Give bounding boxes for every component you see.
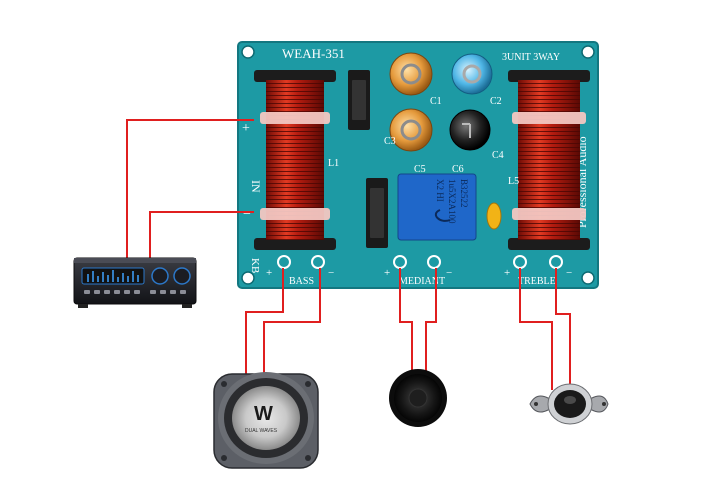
mounting-hole: [241, 271, 255, 285]
mediant-label: MEDIANT: [399, 276, 445, 287]
coil-bobbin-top: [254, 70, 336, 82]
coil-label-l5: L5: [508, 176, 519, 187]
bass-wire-negative: [263, 268, 321, 382]
capacitor-label-c5: C5: [414, 164, 426, 175]
treble-wire-positive: [519, 268, 553, 390]
woofer-speaker: W DUAL WAVES: [213, 372, 319, 469]
film-cap-logo-icon: [434, 209, 451, 222]
terminal-pad: [549, 255, 563, 269]
input-wire-negative: [149, 211, 254, 262]
capacitor-c4: C4: [449, 109, 504, 161]
capacitor-label-c4: C4: [492, 150, 504, 161]
terminal-pad: [311, 255, 325, 269]
resistor-bottom-face: [370, 188, 384, 238]
capacitor-label-c3: C3: [384, 136, 396, 147]
capacitor-label-c1: C1: [430, 96, 442, 107]
treble-plus: +: [504, 267, 510, 279]
cable-tie: [260, 112, 330, 124]
film-capacitor: B32522 1u5X2A100 X2 HI: [397, 173, 477, 241]
midrange-speaker: [389, 369, 447, 427]
woofer-cone: [232, 386, 300, 450]
film-cap-line1: B32522: [459, 179, 469, 208]
mediant-plus: +: [384, 267, 390, 279]
coil-bobbin-top: [508, 70, 590, 82]
coil-label-l1: L1: [328, 158, 339, 169]
film-cap-line2: 1u5X2A100: [447, 179, 457, 224]
film-cap-line3: X2 HI: [435, 179, 445, 202]
tweeter-speaker: [529, 383, 609, 425]
output-terminal-row: + − BASS + − MEDIANT + − TREBLE: [266, 255, 572, 287]
capacitor-c1: C1: [389, 52, 442, 107]
input-plus-label: +: [242, 121, 250, 136]
mediant-minus: −: [446, 267, 452, 279]
bass-label: BASS: [289, 276, 314, 287]
pcb-substrate: [237, 41, 599, 289]
capacitor-c3: C3: [384, 108, 433, 152]
amplifier: [73, 257, 197, 308]
cable-tie: [260, 208, 330, 220]
capacitor-label-c6: C6: [452, 164, 464, 175]
input-wire-positive: [126, 119, 254, 262]
volume-knob-icon: [173, 267, 191, 285]
cable-tie: [512, 208, 586, 220]
volume-knob-icon: [151, 267, 169, 285]
inductor-coil-left: L1: [254, 70, 339, 250]
midrange-dust-cap: [408, 388, 428, 408]
terminal-pad: [513, 255, 527, 269]
capacitor-label-c2: C2: [490, 96, 502, 107]
mounting-hole: [581, 45, 595, 59]
bass-plus: +: [266, 267, 272, 279]
coil-bobbin-bottom: [254, 238, 336, 250]
bass-minus: −: [328, 267, 334, 279]
terminal-pad: [427, 255, 441, 269]
bass-wire-positive: [245, 268, 284, 382]
woofer-logo: W: [254, 403, 273, 425]
eq-bars-icon: [87, 270, 139, 282]
cable-tie: [512, 112, 586, 124]
coil-bobbin-bottom: [508, 238, 590, 250]
model-label: WEAH-351: [282, 46, 345, 61]
treble-minus: −: [566, 267, 572, 279]
control-buttons: [84, 290, 186, 294]
treble-label: TREBLE: [518, 276, 556, 287]
crossover-board: WEAH-351 3UNIT 3WAY Professional Audio I…: [237, 41, 599, 289]
small-capacitor: [486, 202, 502, 230]
treble-wire-negative: [555, 268, 571, 390]
mediant-wire-positive: [399, 268, 413, 378]
input-minus-label: −: [243, 207, 251, 222]
mounting-hole: [241, 45, 255, 59]
mounting-hole: [581, 271, 595, 285]
inductor-coil-right: L5: [508, 70, 590, 250]
terminal-pad: [277, 255, 291, 269]
capacitor-c2: C2: [451, 53, 502, 107]
woofer-caption: DUAL WAVES: [245, 428, 278, 434]
input-label: IN: [249, 180, 263, 193]
terminal-pad: [393, 255, 407, 269]
type-label: 3UNIT 3WAY: [502, 52, 560, 63]
kb-label: KB: [249, 258, 261, 273]
wiring: [126, 119, 571, 390]
resistor-top-face: [352, 80, 366, 120]
mediant-wire-negative: [425, 268, 437, 378]
